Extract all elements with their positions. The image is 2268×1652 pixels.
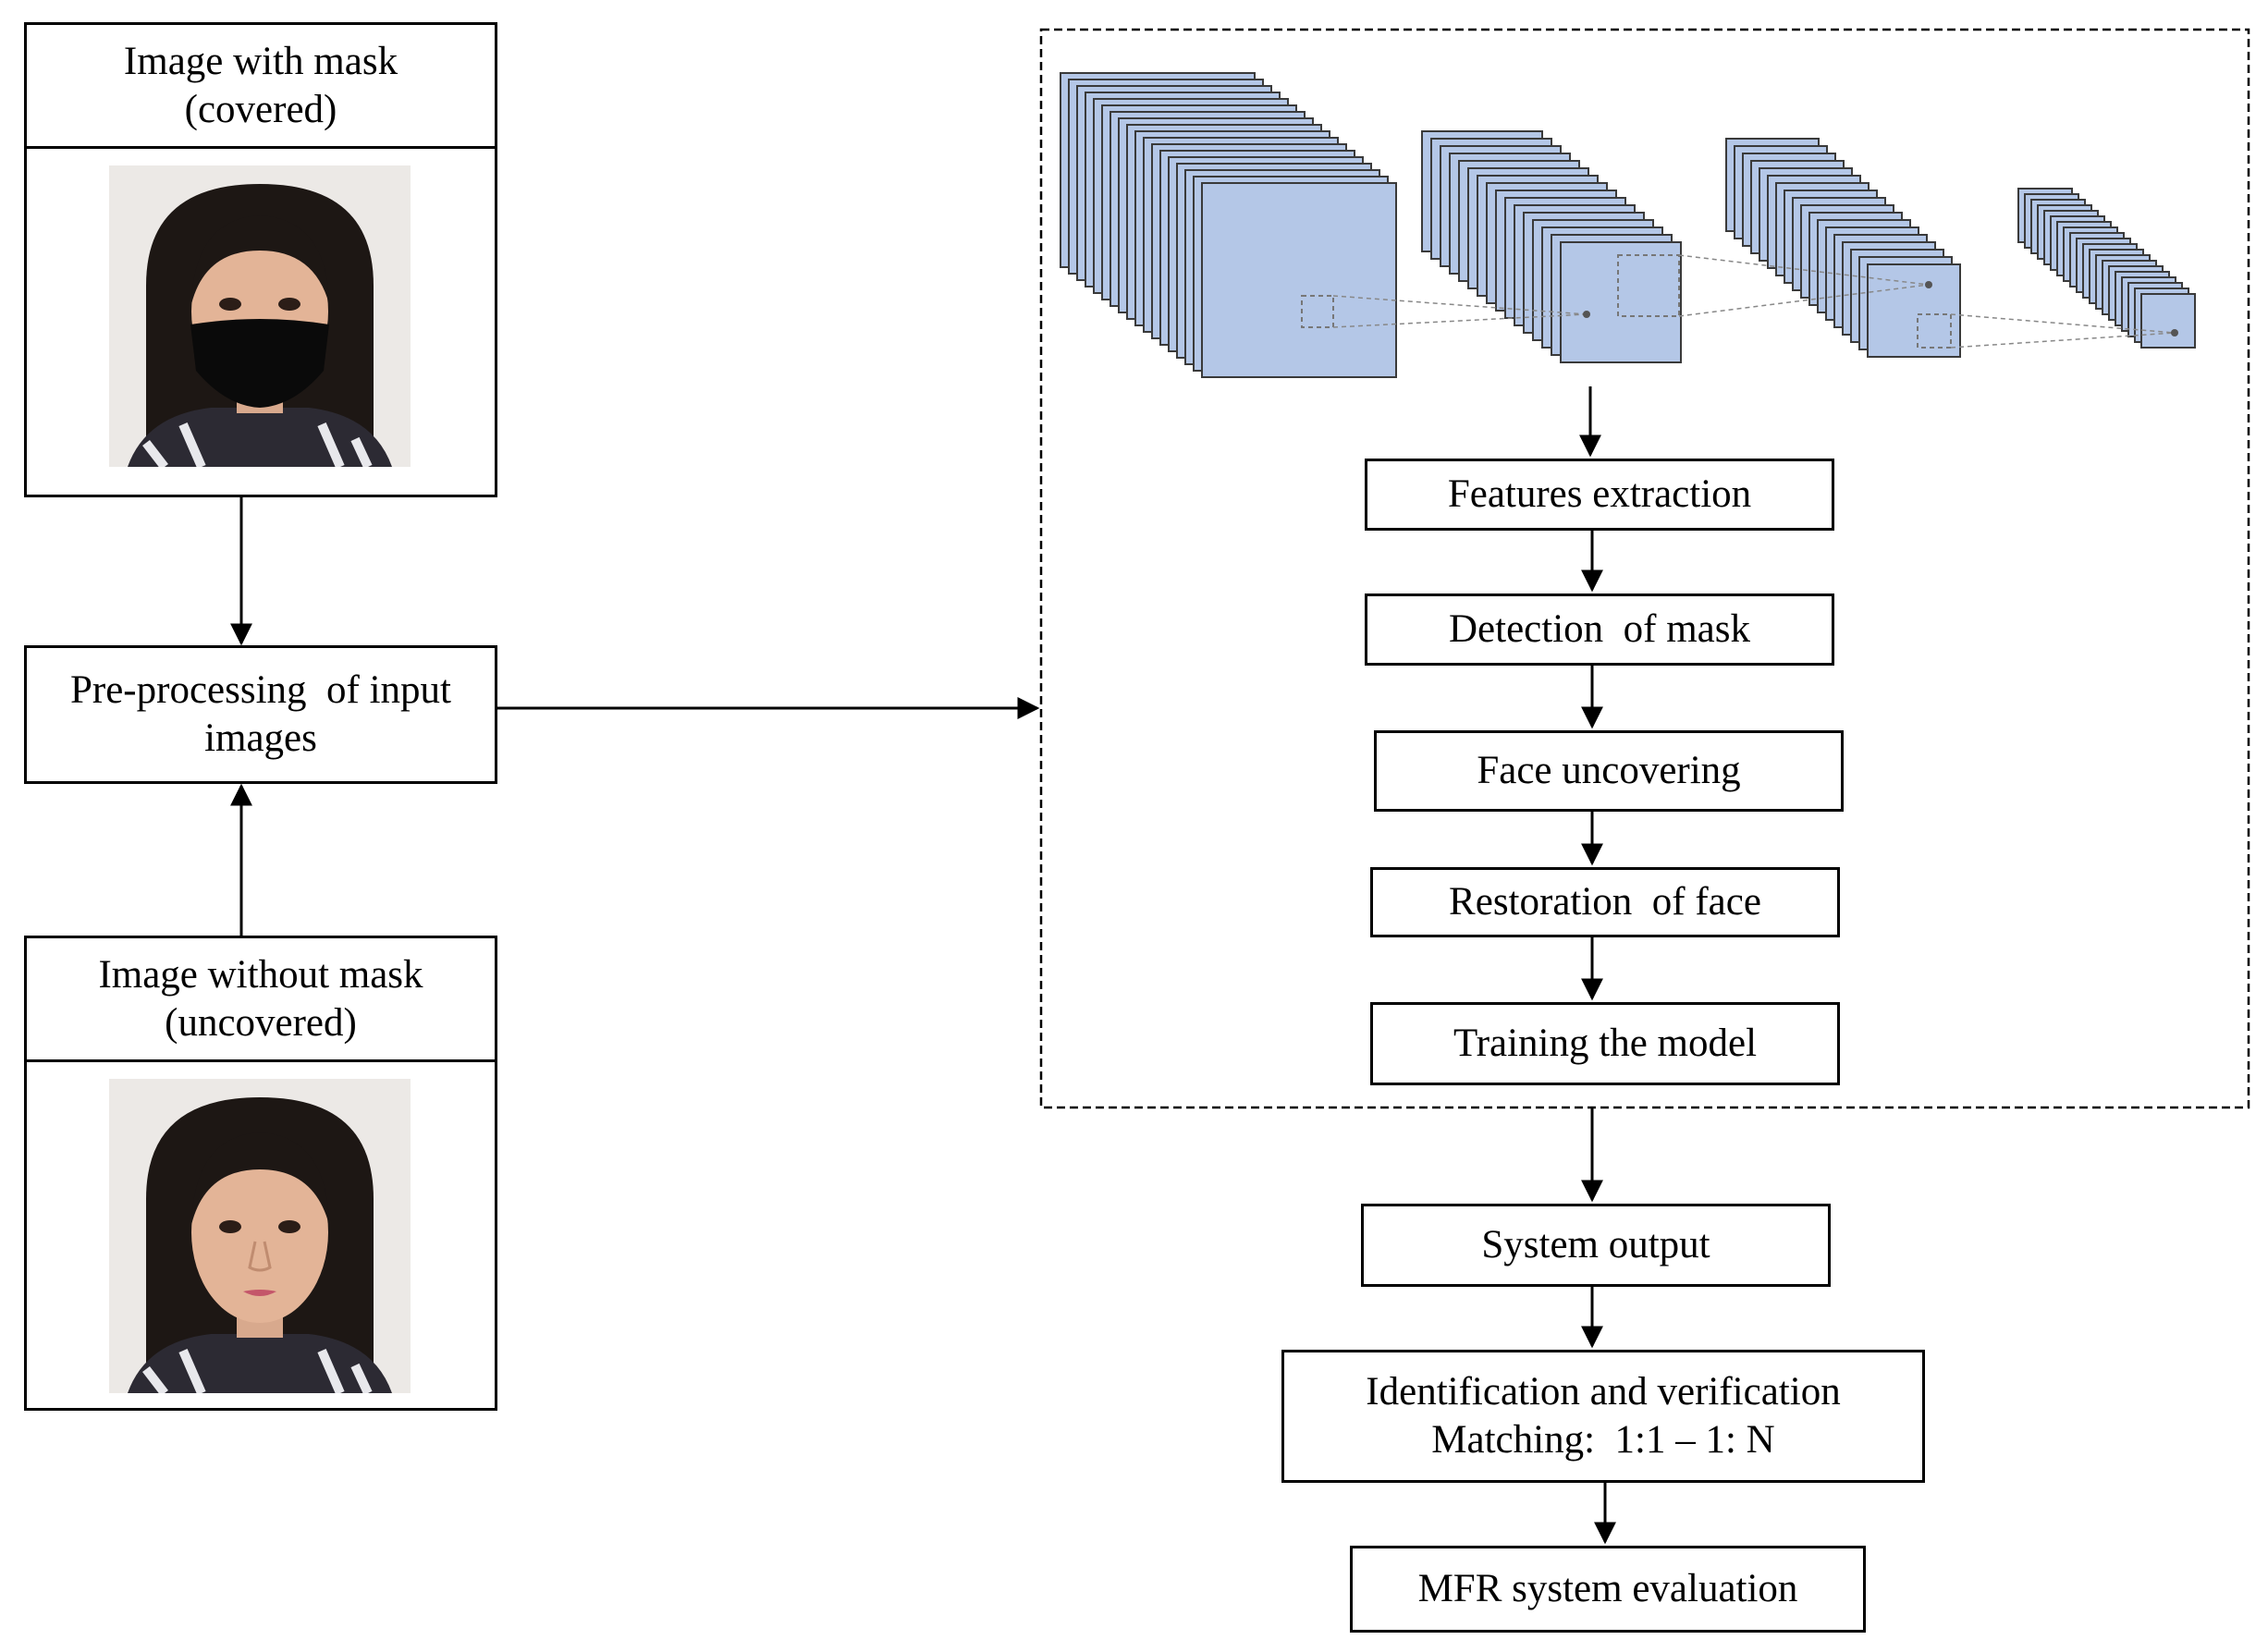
cnn-feature-map-layer: [1560, 241, 1682, 363]
cnn-kernel-link: [1332, 313, 1588, 328]
covered-title-line1: Image with mask: [123, 39, 398, 83]
detection-of-mask-box: Detection of mask: [1365, 593, 1834, 666]
cnn-kernel-link: [1678, 254, 1930, 286]
restoration-of-face-label: Restoration of face: [1449, 880, 1761, 924]
preprocessing-line1: Pre-processing of input: [69, 668, 451, 712]
features-extraction-label: Features extraction: [1447, 472, 1752, 516]
system-output-label: System output: [1481, 1223, 1710, 1267]
detection-of-mask-label: Detection of mask: [1449, 607, 1750, 651]
preprocessing-box: Pre-processing of input images: [24, 645, 497, 784]
cnn-feature-map-stack-icon: [1060, 72, 2196, 378]
cnn-kernel-link: [1678, 284, 1930, 317]
system-output-box: System output: [1361, 1204, 1831, 1287]
identification-line2: Matching: 1:1 – 1: N: [1431, 1418, 1775, 1462]
uncovered-image-title: Image without mask (uncovered): [27, 938, 495, 1062]
cnn-kernel-target: [1925, 281, 1932, 288]
uncovered-image-box: Image without mask (uncovered): [24, 936, 497, 1411]
uncovered-title-line2: (uncovered): [165, 1000, 357, 1045]
unmasked-face-photo: [109, 1079, 411, 1393]
training-the-model-box: Training the model: [1370, 1002, 1840, 1085]
covered-image-box: Image with mask (covered): [24, 22, 497, 497]
cnn-kernel-window: [1301, 295, 1334, 328]
mfr-evaluation-label: MFR system evaluation: [1417, 1567, 1798, 1610]
masked-face-photo: [109, 165, 411, 467]
pipeline-dashed-frame: [1039, 28, 2250, 1109]
cnn-kernel-link: [1950, 332, 2176, 349]
preprocessing-line2: images: [204, 716, 317, 760]
cnn-feature-map-layer: [2140, 293, 2196, 349]
identification-line1: Identification and verification: [1366, 1370, 1841, 1413]
cnn-kernel-link: [1332, 295, 1588, 315]
training-the-model-label: Training the model: [1453, 1022, 1758, 1065]
cnn-feature-map-layer: [1867, 263, 1961, 358]
covered-title-line2: (covered): [184, 87, 337, 131]
cnn-kernel-target: [1583, 311, 1590, 318]
cnn-kernel-window: [1617, 254, 1680, 317]
cnn-kernel-target: [2171, 329, 2178, 337]
identification-verification-box: Identification and verification Matching…: [1281, 1350, 1925, 1483]
covered-image-title: Image with mask (covered): [27, 25, 495, 149]
cnn-kernel-window: [1917, 313, 1952, 349]
uncovered-title-line1: Image without mask: [98, 952, 423, 997]
cnn-kernel-link: [1950, 313, 2176, 334]
features-extraction-box: Features extraction: [1365, 459, 1834, 531]
restoration-of-face-box: Restoration of face: [1370, 867, 1840, 937]
mfr-evaluation-box: MFR system evaluation: [1350, 1546, 1866, 1633]
face-uncovering-box: Face uncovering: [1374, 730, 1844, 812]
face-uncovering-label: Face uncovering: [1477, 749, 1741, 792]
cnn-feature-map-layer: [1201, 182, 1397, 378]
